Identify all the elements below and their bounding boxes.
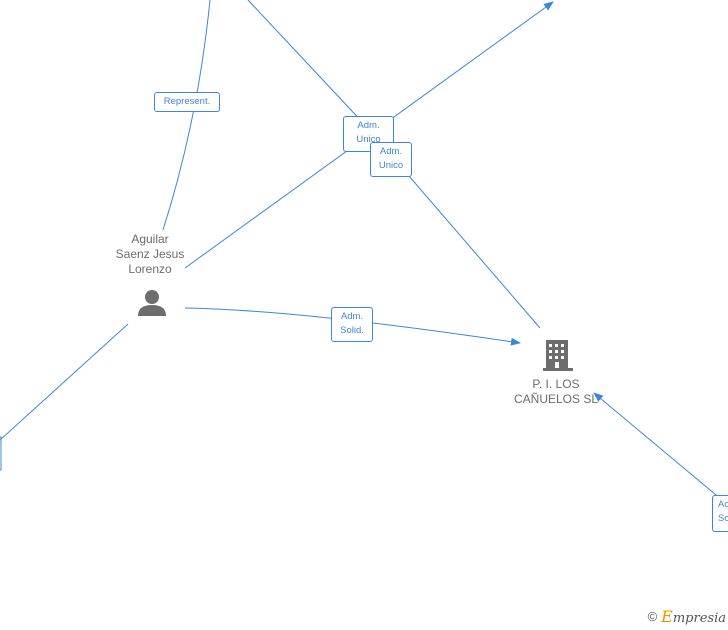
person-node-label[interactable]: Aguilar Saenz Jesus Lorenzo [115,232,185,276]
tag-represent[interactable]: Represent. [154,92,220,112]
edge-bottom-right-to-company [593,392,723,501]
tag-partial-right[interactable]: Ac So [712,495,728,532]
edge-person-bottom-left [0,323,129,441]
person-icon [138,290,166,316]
partial-tag-left [0,436,2,471]
edge-represent [162,0,211,231]
copyright-symbol: © [647,609,658,624]
tag-adm-solid[interactable]: Adm. Solid. [331,307,373,342]
building-icon [543,340,573,371]
brand-rest: mpresia [672,611,726,626]
tag-adm-unico-2[interactable]: Adm. Unico [370,142,412,177]
tag-adm-unico-1[interactable]: Adm. Unico [343,116,394,152]
edge-adm-solid [184,307,521,346]
empresia-watermark: © Empresia [648,607,726,626]
brand-initial: E [661,607,673,626]
company-node-label[interactable]: P. I. LOS CAÑUELOS SL [513,377,599,406]
brand-logo: Empresia [661,607,726,626]
